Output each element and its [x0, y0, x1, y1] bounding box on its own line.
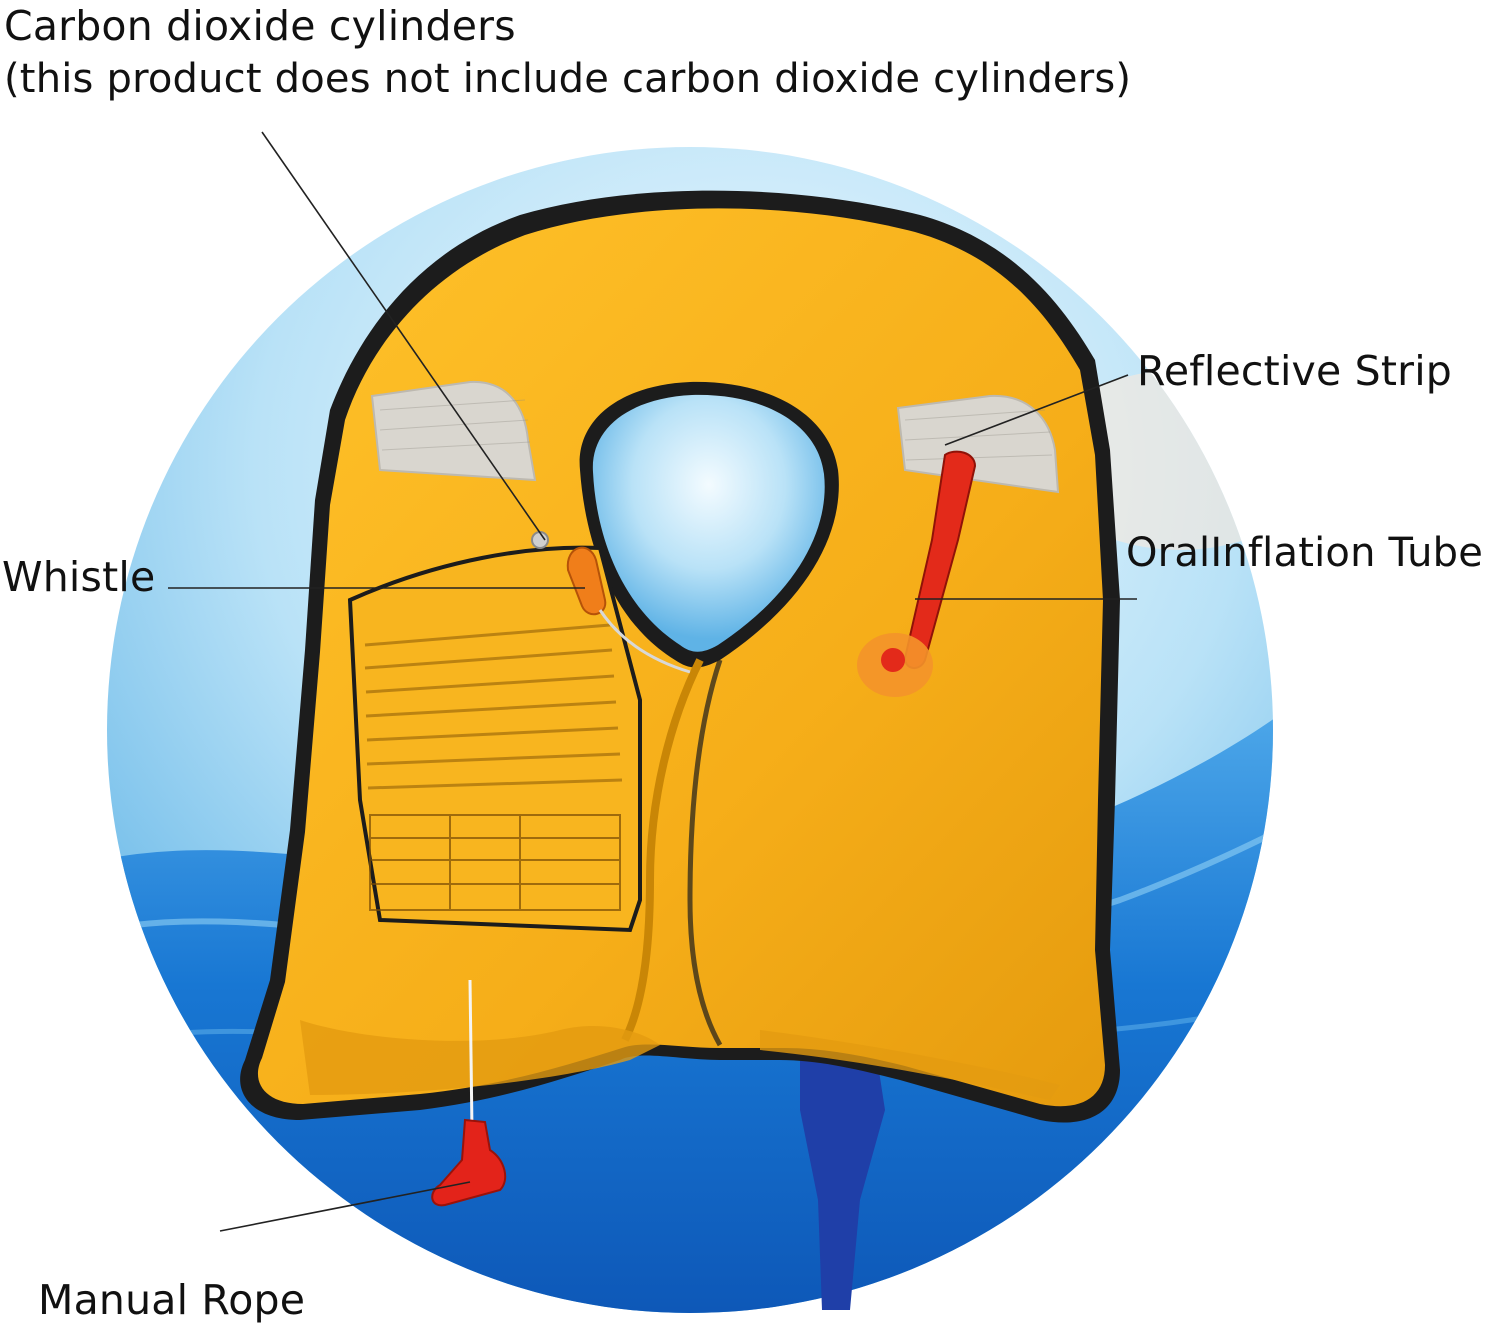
- manual-rope-cord: [468, 979, 474, 1131]
- whistle-part: [566, 546, 607, 616]
- label-reflective-strip: Reflective Strip: [1137, 347, 1453, 395]
- leader-lines: [168, 131, 1137, 1232]
- crotch-strap: [800, 1045, 885, 1310]
- instruction-panel: [347, 545, 642, 933]
- label-co2-note: (this product does not include carbon di…: [4, 56, 1132, 102]
- reflective-strip-right: [896, 394, 1060, 494]
- leader-co2: [261, 131, 546, 541]
- label-co2-title: Carbon dioxide cylinders: [4, 2, 516, 50]
- leader-reflective: [944, 374, 1129, 446]
- leader-manual-rope: [219, 1181, 471, 1232]
- label-manual-rope: Manual Rope: [38, 1276, 306, 1324]
- reflective-strip-left: [370, 380, 537, 482]
- label-whistle: Whistle: [2, 553, 156, 601]
- label-oral-inflation-tube: OralInflation Tube: [1126, 530, 1484, 576]
